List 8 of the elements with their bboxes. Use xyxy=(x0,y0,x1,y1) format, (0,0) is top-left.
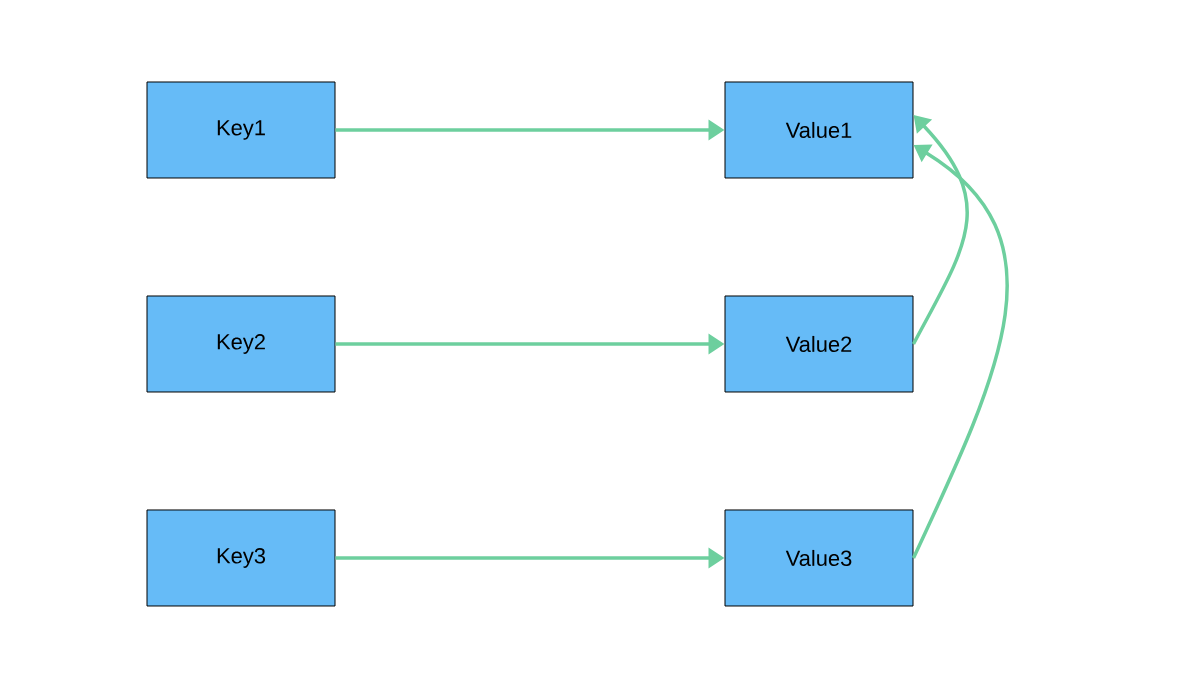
key-box: Value2 xyxy=(724,295,914,393)
key-box: Key2 xyxy=(146,295,336,393)
key-box: Key3 xyxy=(146,509,336,607)
key-box: Value1 xyxy=(724,81,914,179)
arrow xyxy=(911,144,1009,559)
arrow xyxy=(911,115,969,345)
key-box: Key1 xyxy=(146,81,336,179)
key-box: Value3 xyxy=(724,509,914,607)
